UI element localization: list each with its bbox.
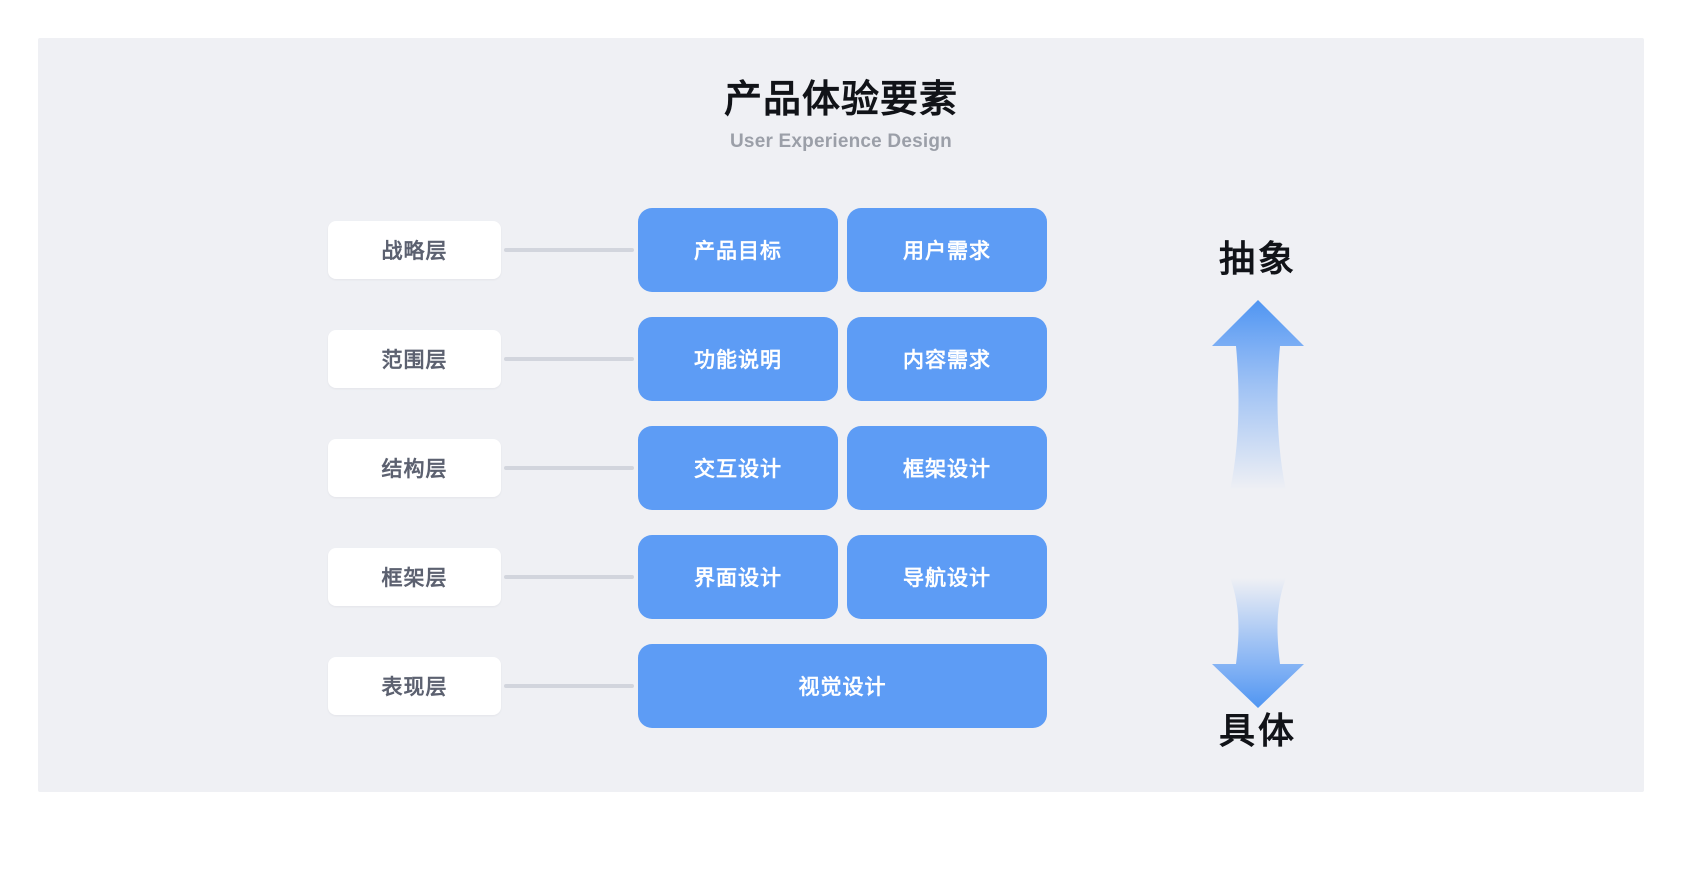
connector-line — [504, 466, 634, 470]
element-card[interactable]: 框架设计 — [847, 426, 1047, 510]
element-card[interactable]: 功能说明 — [638, 317, 838, 401]
layer-chip[interactable]: 战略层 — [328, 221, 501, 279]
card-group: 功能说明内容需求 — [638, 317, 1047, 401]
page-title: 产品体验要素 — [723, 79, 958, 121]
diagram-row: 战略层 产品目标用户需求 — [328, 208, 1358, 292]
connector-line — [504, 248, 634, 252]
connector-line — [504, 684, 634, 688]
layers-diagram: 战略层 产品目标用户需求范围层 功能说明内容需求结构层 交互设计框架设计框架层 界面设计… — [328, 208, 1358, 788]
axis-label-abstract: 抽象 — [1218, 238, 1297, 279]
element-card[interactable]: 用户需求 — [847, 208, 1047, 292]
layer-chip[interactable]: 范围层 — [328, 330, 501, 388]
abstraction-axis: 抽象 — [1178, 216, 1398, 786]
card-group: 交互设计框架设计 — [638, 426, 1047, 510]
page-subtitle: User Experience Design — [730, 130, 952, 152]
diagram-row: 框架层 界面设计导航设计 — [328, 535, 1358, 619]
layer-chip[interactable]: 结构层 — [328, 439, 501, 497]
diagram-panel: 产品体验要素 User Experience Design 战略层 产品目标用户需… — [38, 38, 1644, 792]
header: 产品体验要素 User Experience Design — [38, 79, 1644, 153]
arrow-up-icon — [1206, 294, 1310, 494]
layer-chip-label: 表现层 — [381, 676, 448, 699]
element-card[interactable]: 导航设计 — [847, 535, 1047, 619]
element-card[interactable]: 内容需求 — [847, 317, 1047, 401]
element-card[interactable]: 产品目标 — [638, 208, 838, 292]
layer-chip-label: 战略层 — [381, 240, 448, 263]
element-card[interactable]: 界面设计 — [638, 535, 838, 619]
layer-chip-label: 框架层 — [381, 567, 448, 590]
layer-chip-label: 范围层 — [381, 349, 448, 372]
diagram-row: 结构层 交互设计框架设计 — [328, 426, 1358, 510]
arrow-down-icon — [1206, 574, 1310, 714]
diagram-row: 表现层 视觉设计 — [328, 644, 1358, 728]
layer-chip-label: 结构层 — [381, 458, 448, 481]
card-group: 视觉设计 — [638, 644, 1047, 728]
layer-chip[interactable]: 框架层 — [328, 548, 501, 606]
connector-line — [504, 357, 634, 361]
connector-line — [504, 575, 634, 579]
layer-chip[interactable]: 表现层 — [328, 657, 501, 715]
card-group: 产品目标用户需求 — [638, 208, 1047, 292]
element-card[interactable]: 交互设计 — [638, 426, 838, 510]
card-group: 界面设计导航设计 — [638, 535, 1047, 619]
diagram-row: 范围层 功能说明内容需求 — [328, 317, 1358, 401]
axis-label-concrete: 具体 — [1218, 710, 1297, 751]
element-card[interactable]: 视觉设计 — [638, 644, 1047, 728]
